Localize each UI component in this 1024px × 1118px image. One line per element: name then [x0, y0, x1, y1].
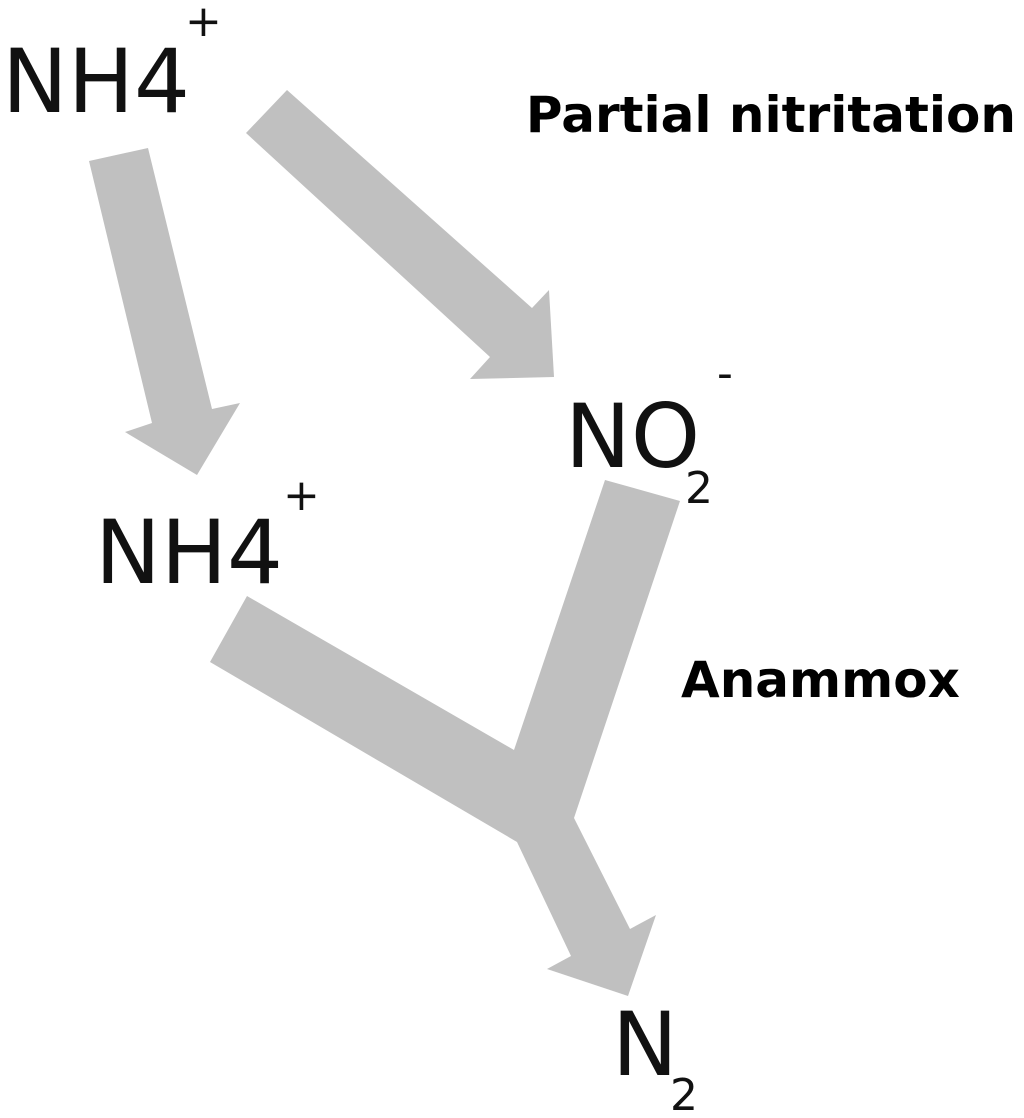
- ammonium-top-charge: +: [185, 0, 222, 47]
- anammox-merge-arrow: [210, 480, 680, 996]
- partial-nitritation-label: Partial nitritation: [526, 86, 1016, 144]
- dinitrogen-subscript: 2: [670, 1070, 698, 1118]
- anammox-label: Anammox: [681, 651, 960, 709]
- nitrite-label: NO: [565, 385, 700, 488]
- partial-nitritation-arrow: [246, 90, 554, 379]
- ammonium-top-label: NH4: [2, 30, 190, 133]
- ammonium-split-arrow: [89, 148, 240, 475]
- ammonium-middle-charge: +: [283, 470, 320, 521]
- dinitrogen-label: N: [612, 993, 678, 1096]
- nitrite-subscript: 2: [685, 463, 713, 514]
- ammonium-middle-label: NH4: [95, 501, 283, 604]
- nitrite-charge: -: [717, 348, 733, 399]
